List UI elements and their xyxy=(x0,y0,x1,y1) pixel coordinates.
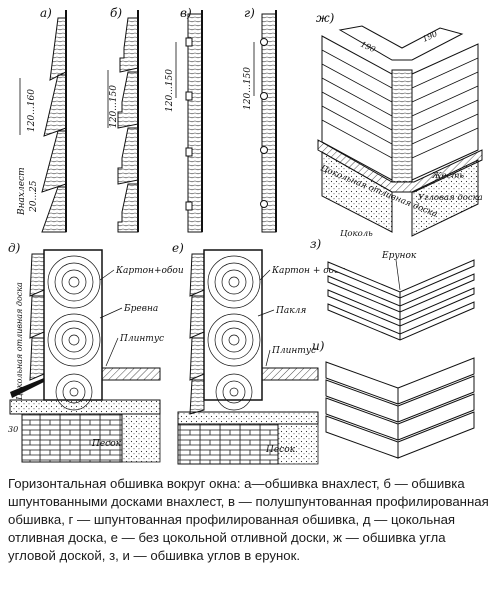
label-zh-tin: Жесть xyxy=(431,171,464,181)
panel-i: и) xyxy=(312,339,475,459)
panel-z: з) Ерунок xyxy=(310,237,475,341)
panel-e: е) Картон + обои Пакля Плинтус Песок xyxy=(172,241,346,465)
label-d-side: Цокольная отливная доска xyxy=(15,282,24,400)
label-e-cardboard: Картон + обои xyxy=(271,265,346,276)
panel-label-b: б) xyxy=(110,6,122,20)
dim-a-overlap-value: 20...25 xyxy=(29,180,39,213)
panel-label-z: з) xyxy=(310,237,322,251)
panel-v: в) 120...150 xyxy=(165,6,203,233)
dim-a-main: 120...160 xyxy=(27,89,37,132)
panel-g: г) 120...150 xyxy=(243,6,277,233)
label-e-baseboard: Плинтус xyxy=(271,346,316,356)
label-d-dim: 30 xyxy=(8,425,18,434)
label-e-sand: Песок xyxy=(265,445,296,455)
dim-g-main: 120...150 xyxy=(243,67,253,110)
technical-drawing: а) 120...160 Внахлест 20...25 б) 120...1… xyxy=(8,6,483,465)
panel-a: а) 120...160 Внахлест 20...25 xyxy=(17,6,67,233)
panel-label-a: а) xyxy=(40,6,52,20)
panel-label-e: е) xyxy=(172,241,184,255)
panel-label-zh: ж) xyxy=(316,11,335,25)
label-zh-plinth: Цоколь xyxy=(340,229,373,239)
panel-label-v: в) xyxy=(180,6,192,20)
label-d-logs: Бревна xyxy=(123,304,158,314)
panel-d: д) Цокольная отливная доска 30 Картон+об… xyxy=(8,241,184,463)
label-zh-corner-board: Угловая доска xyxy=(418,193,483,203)
label-d-baseboard: Плинтус xyxy=(119,334,164,344)
dim-a-overlap-label: Внахлест xyxy=(17,167,27,216)
label-z-erunok: Ерунок xyxy=(381,251,417,261)
panel-b: б) 120...150 xyxy=(107,6,139,233)
label-d-cardboard: Картон+обои xyxy=(115,265,184,276)
dim-v-main: 120...150 xyxy=(165,69,175,112)
panel-label-i: и) xyxy=(312,339,325,353)
figure-caption: Горизонтальная обшивка вокруг окна: а—об… xyxy=(8,476,489,563)
panel-zh: ж) 190 190 Цокольная отл xyxy=(316,11,483,239)
dim-b-main: 120...150 xyxy=(109,85,119,128)
panel-label-d: д) xyxy=(8,241,21,255)
label-d-sand: Песок xyxy=(91,439,122,449)
label-e-tow: Пакля xyxy=(275,306,306,316)
panel-label-g: г) xyxy=(244,6,255,20)
